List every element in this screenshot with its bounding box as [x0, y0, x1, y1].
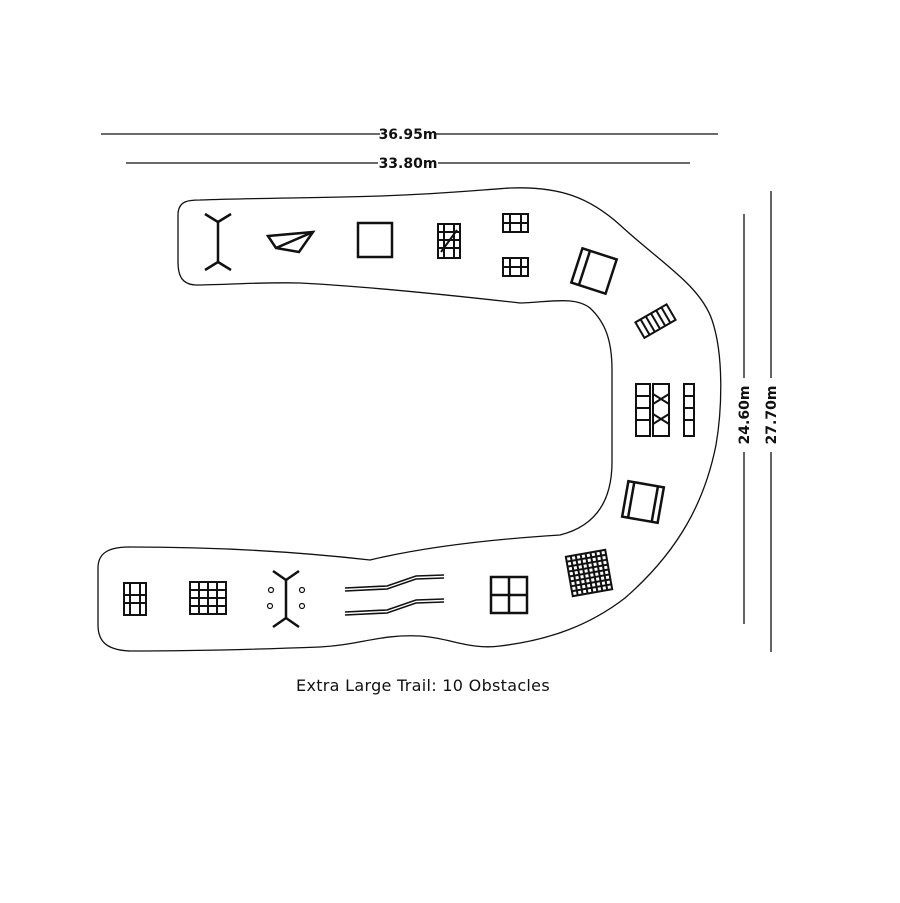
inner-height-label: 24.60m [737, 386, 753, 445]
trail-boundary [97, 187, 722, 652]
obstacle-balance-ramp [265, 230, 316, 254]
obstacle-stepping-posts [266, 586, 306, 610]
obstacle-ladder-bottom [123, 582, 147, 616]
obstacle-angled-ladder [634, 302, 677, 340]
obstacle-bar-frame [489, 575, 529, 615]
obstacle-y-frame-bottom [272, 569, 300, 629]
obstacle-balance-beams [344, 574, 445, 616]
obstacle-tilted-frame-upper [569, 246, 619, 296]
outer-width-label: 36.95m [379, 127, 438, 143]
obstacle-climbing-frame [189, 581, 227, 615]
obstacle-cargo-net [564, 548, 614, 598]
dimension-inner-height: 24.60m [737, 214, 753, 624]
dimension-inner-width: 33.80m [126, 156, 690, 172]
inner-width-label: 33.80m [379, 156, 438, 172]
outer-height-label: 27.70m [764, 386, 780, 445]
dimension-outer-width: 36.95m [101, 127, 718, 143]
dimension-outer-height: 27.70m [764, 191, 780, 652]
obstacle-triple-ladder [635, 383, 695, 437]
obstacle-twin-rungs [502, 213, 529, 277]
diagram-caption: Extra Large Trail: 10 Obstacles [296, 676, 550, 695]
obstacle-y-frame-top [204, 212, 232, 272]
obstacle-square-frame [356, 221, 394, 259]
obstacle-ladder-frame-top [437, 223, 461, 259]
obstacle-tilted-frame-lower [620, 479, 666, 525]
